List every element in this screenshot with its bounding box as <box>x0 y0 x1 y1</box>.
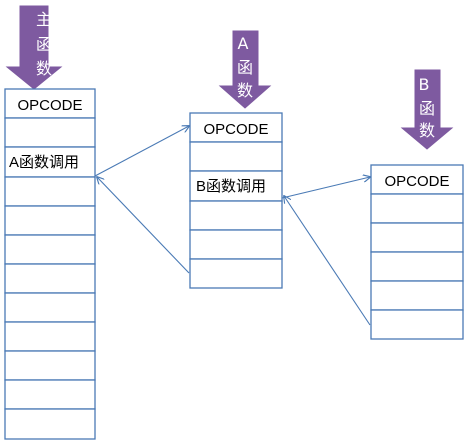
b-stack <box>370 164 464 340</box>
return-from-b-arrow <box>284 196 371 326</box>
a-stack-cell <box>189 170 283 202</box>
return-from-a-arrow <box>97 177 190 274</box>
a-opcode-label: OPCODE <box>203 121 268 138</box>
main-a-call-label: A函数调用 <box>9 154 79 171</box>
main-arrow-char-3: 数 <box>36 59 52 78</box>
main-stack-cell <box>4 321 96 352</box>
main-stack-cell <box>4 88 96 119</box>
b-stack-cell <box>370 280 464 311</box>
main-stack-cell <box>4 263 96 294</box>
main-arrow-char-1: 主 <box>36 10 52 29</box>
a-arrow-char-1: A <box>238 34 249 53</box>
a-arrow-char-2: 函 <box>237 58 253 77</box>
main-stack <box>4 88 96 440</box>
main-stack-cell <box>4 292 96 323</box>
a-stack-cell <box>189 141 283 172</box>
a-arrow-char-3: 数 <box>237 81 253 100</box>
main-stack-cell <box>4 350 96 381</box>
b-arrow-char-1: B <box>419 75 430 94</box>
b-arrow-char-2: 函 <box>419 99 435 118</box>
a-stack <box>189 112 283 289</box>
main-stack-cell <box>4 408 96 440</box>
b-stack-cell <box>370 222 464 253</box>
main-arrow-char-2: 函 <box>36 35 52 54</box>
connectors <box>94 126 371 326</box>
a-stack-cell <box>189 258 283 289</box>
main-stack-cell <box>4 205 96 236</box>
call-a-arrow <box>94 126 189 177</box>
b-function-arrow <box>400 69 454 150</box>
b-stack-cell <box>370 193 464 224</box>
b-function-group: B 函 数 OPCODE <box>370 69 464 340</box>
main-stack-cell <box>4 379 96 410</box>
main-stack-cell <box>4 234 96 265</box>
main-function-group: 主 函 数 OPCODE A函数调用 <box>4 5 96 440</box>
main-opcode-label: OPCODE <box>17 97 82 114</box>
b-opcode-label: OPCODE <box>384 173 449 190</box>
a-function-arrow <box>218 30 272 109</box>
a-stack-cell <box>189 112 283 143</box>
b-stack-cell <box>370 251 464 282</box>
a-stack-cell <box>189 200 283 231</box>
b-stack-cell <box>370 309 464 340</box>
main-stack-cell <box>4 146 96 178</box>
call-b-arrow <box>281 177 370 199</box>
a-b-call-label: B函数调用 <box>196 178 266 195</box>
main-function-arrow <box>5 5 63 90</box>
b-arrow-char-3: 数 <box>419 121 435 140</box>
a-function-group: A 函 数 OPCODE B函数调用 <box>189 30 283 289</box>
a-stack-cell <box>189 229 283 260</box>
main-stack-cell <box>4 117 96 148</box>
main-stack-cell <box>4 176 96 207</box>
